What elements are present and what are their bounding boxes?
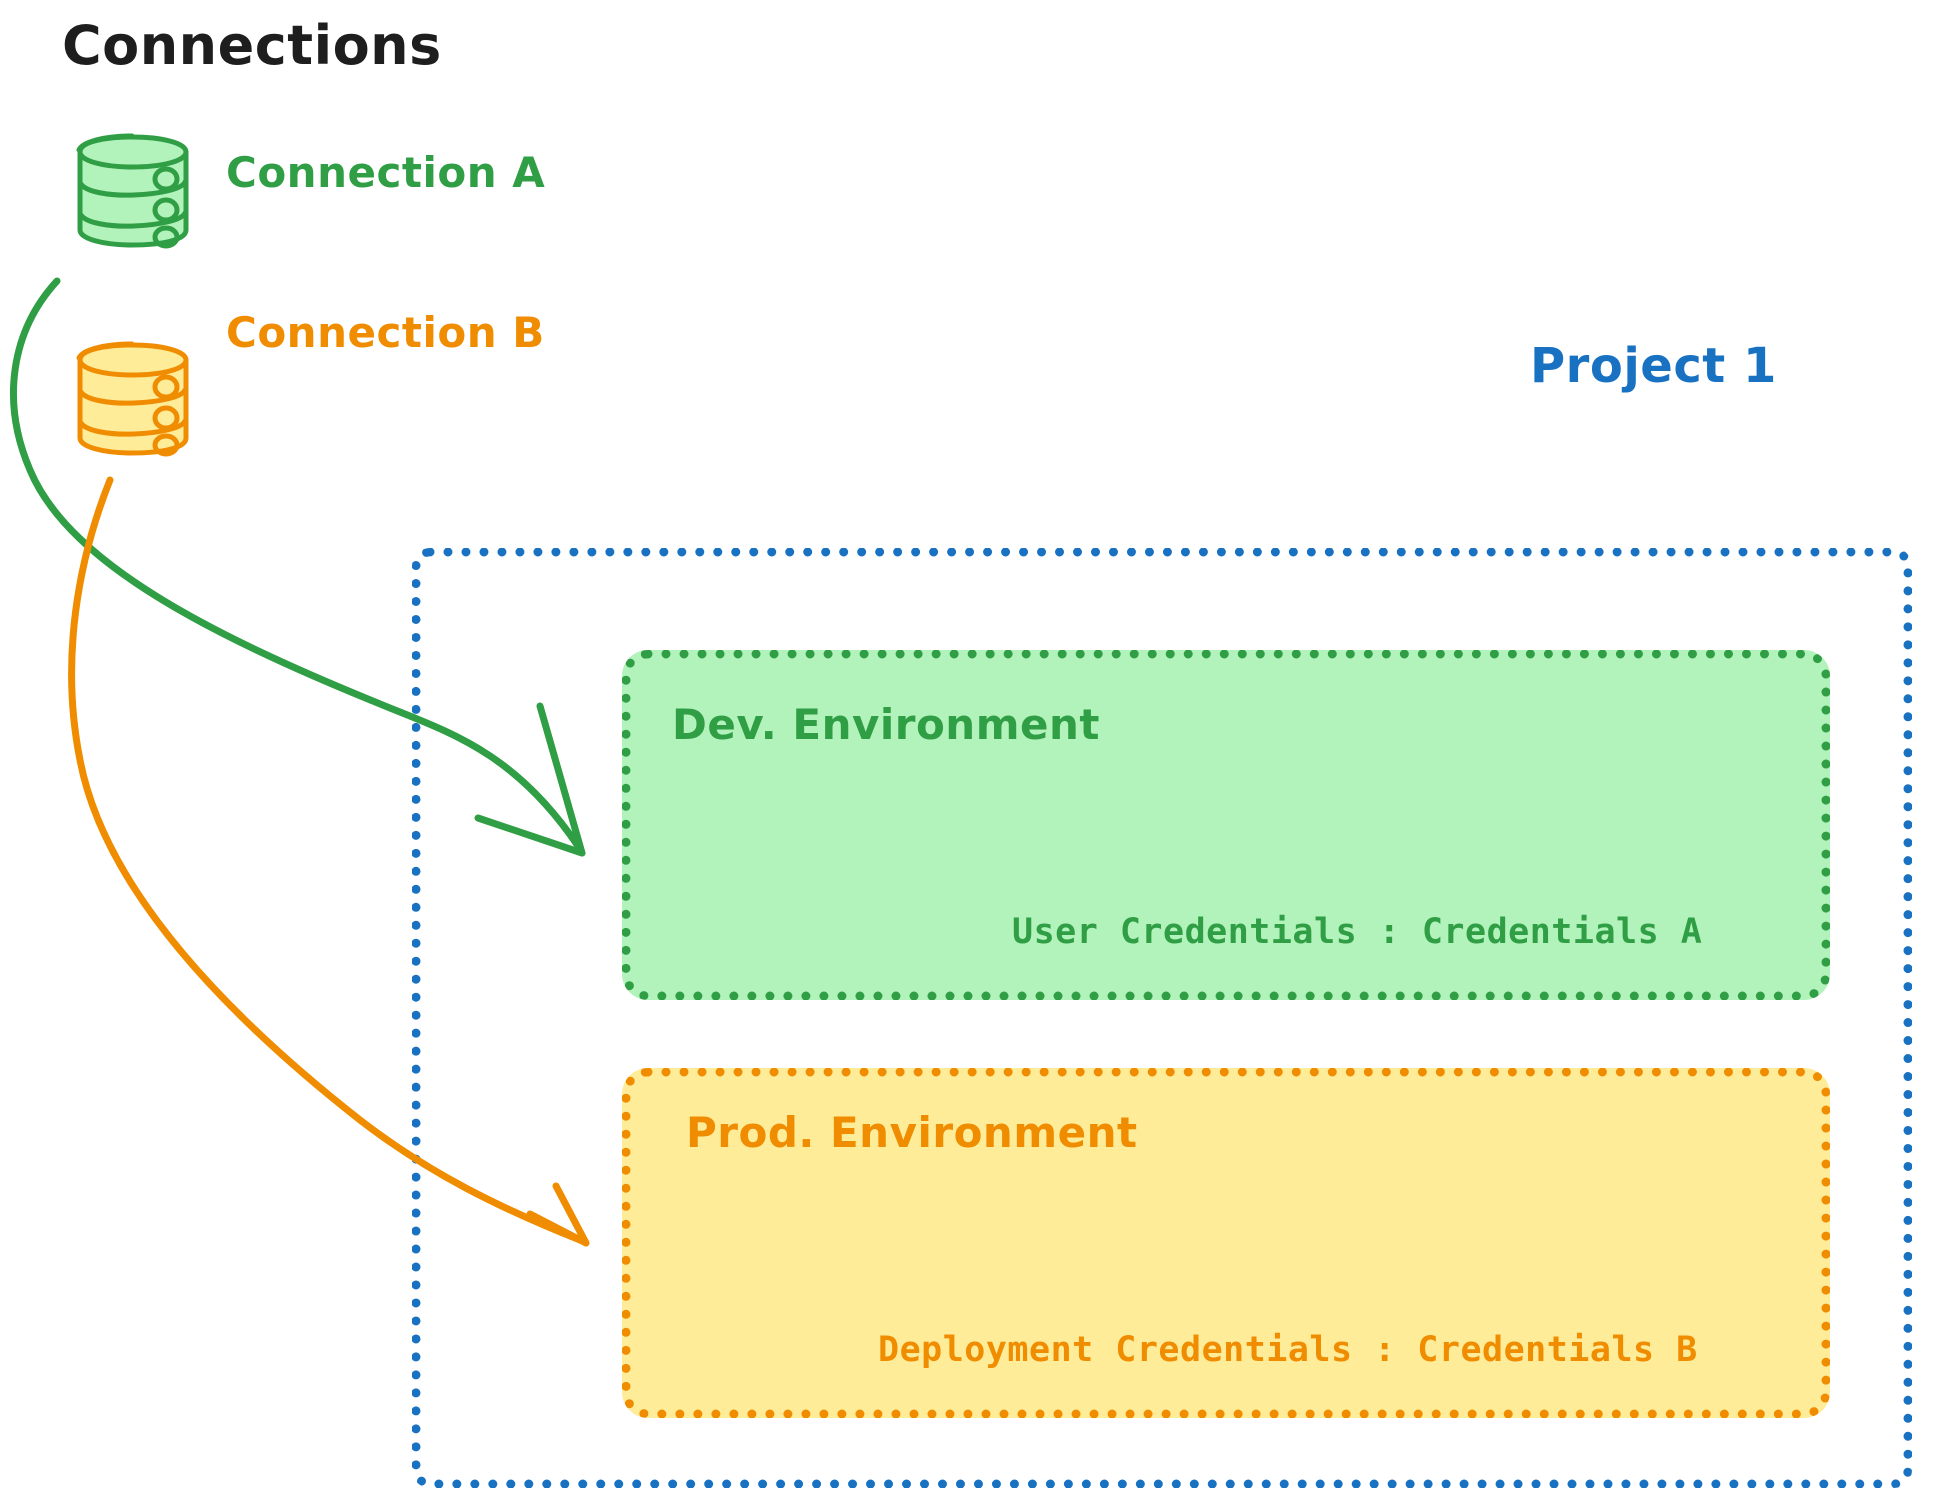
prod-environment-label: Prod. Environment [686, 1108, 1138, 1157]
project-title: Project 1 [1530, 338, 1777, 394]
database-icon-connection-b[interactable] [70, 340, 200, 460]
database-icon-connection-a[interactable] [70, 132, 200, 252]
prod-environment-box[interactable] [622, 1068, 1830, 1418]
connection-b-label: Connection B [226, 308, 545, 357]
dev-environment-box[interactable] [622, 650, 1830, 1000]
connection-a-label: Connection A [226, 148, 546, 197]
page-title: Connections [62, 14, 442, 77]
dev-environment-label: Dev. Environment [672, 700, 1100, 749]
dev-credentials-text: User Credentials : Credentials A [1012, 912, 1703, 952]
prod-credentials-text: Deployment Credentials : Credentials B [878, 1330, 1698, 1370]
